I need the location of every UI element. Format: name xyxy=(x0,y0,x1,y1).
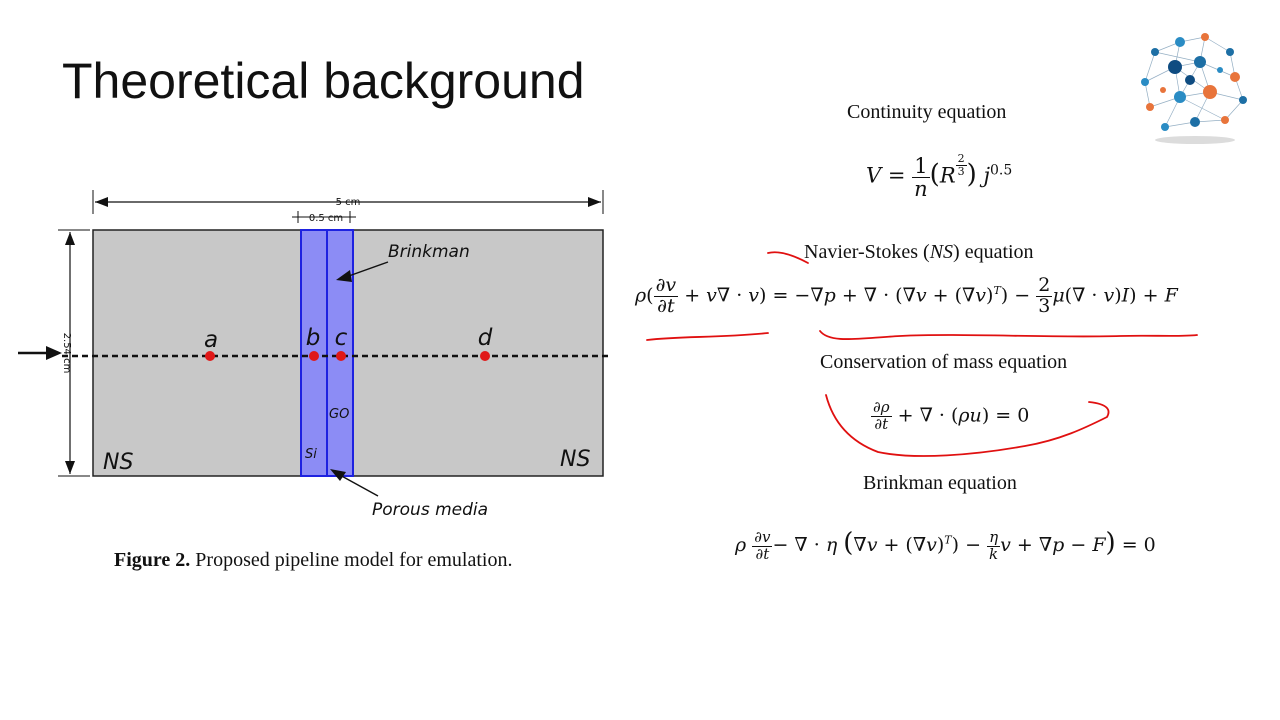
caption-text: Proposed pipeline model for emulation. xyxy=(195,549,513,571)
dim-layer-label: 0.5 cm xyxy=(309,213,343,224)
point-label-d: d xyxy=(478,325,493,351)
ns-title-prefix: Navier-Stokes ( xyxy=(804,241,930,263)
navier-stokes-title: Navier-Stokes (NS) equation xyxy=(804,241,1034,264)
annotation-stroke-title xyxy=(767,251,809,264)
brinkman-equation-title: Brinkman equation xyxy=(863,472,1017,494)
dim-width-label: 5 cm xyxy=(336,197,361,208)
point-a xyxy=(205,351,215,361)
network-sphere-icon xyxy=(1141,33,1247,144)
point-c xyxy=(336,351,346,361)
ns-title-suffix: ) equation xyxy=(953,241,1034,263)
pipeline-diagram: 5 cm 0.5 cm 2.54 cm a b c d NS NS Si GO xyxy=(18,190,612,520)
label-brinkman: Brinkman xyxy=(388,242,470,262)
mass-conservation-title: Conservation of mass equation xyxy=(820,351,1068,373)
dim-height-label: 2.54 cm xyxy=(61,333,72,374)
label-porous: Porous media xyxy=(372,500,488,520)
slide-title: Theoretical background xyxy=(62,53,585,109)
label-si: Si xyxy=(305,447,317,462)
caption-label: Figure 2. xyxy=(114,549,191,571)
mass-conservation-equation: ∂ρ∂t + ∇ · (ρu) = 0 xyxy=(871,398,1030,433)
brinkman-pointer xyxy=(345,261,389,278)
annotation-underline-lhs xyxy=(646,332,769,341)
ns-title-abbr: NS xyxy=(929,241,954,263)
label-ns-right: NS xyxy=(560,447,590,472)
point-label-b: b xyxy=(306,325,321,351)
continuity-equation-title: Continuity equation xyxy=(847,101,1007,123)
porous-pointer xyxy=(337,473,379,497)
navier-stokes-equation: ρ(∂v∂t + v∇ · v) = −∇p + ∇ · (∇v + (∇v)T… xyxy=(635,274,1178,317)
point-label-a: a xyxy=(204,327,218,353)
point-d xyxy=(480,351,490,361)
point-b xyxy=(309,351,319,361)
label-ns-left: NS xyxy=(103,450,133,475)
label-go: GO xyxy=(329,407,349,422)
figure-caption: Figure 2. Proposed pipeline model for em… xyxy=(114,549,512,572)
point-label-c: c xyxy=(335,325,348,351)
annotation-underline-rhs xyxy=(819,330,1198,341)
